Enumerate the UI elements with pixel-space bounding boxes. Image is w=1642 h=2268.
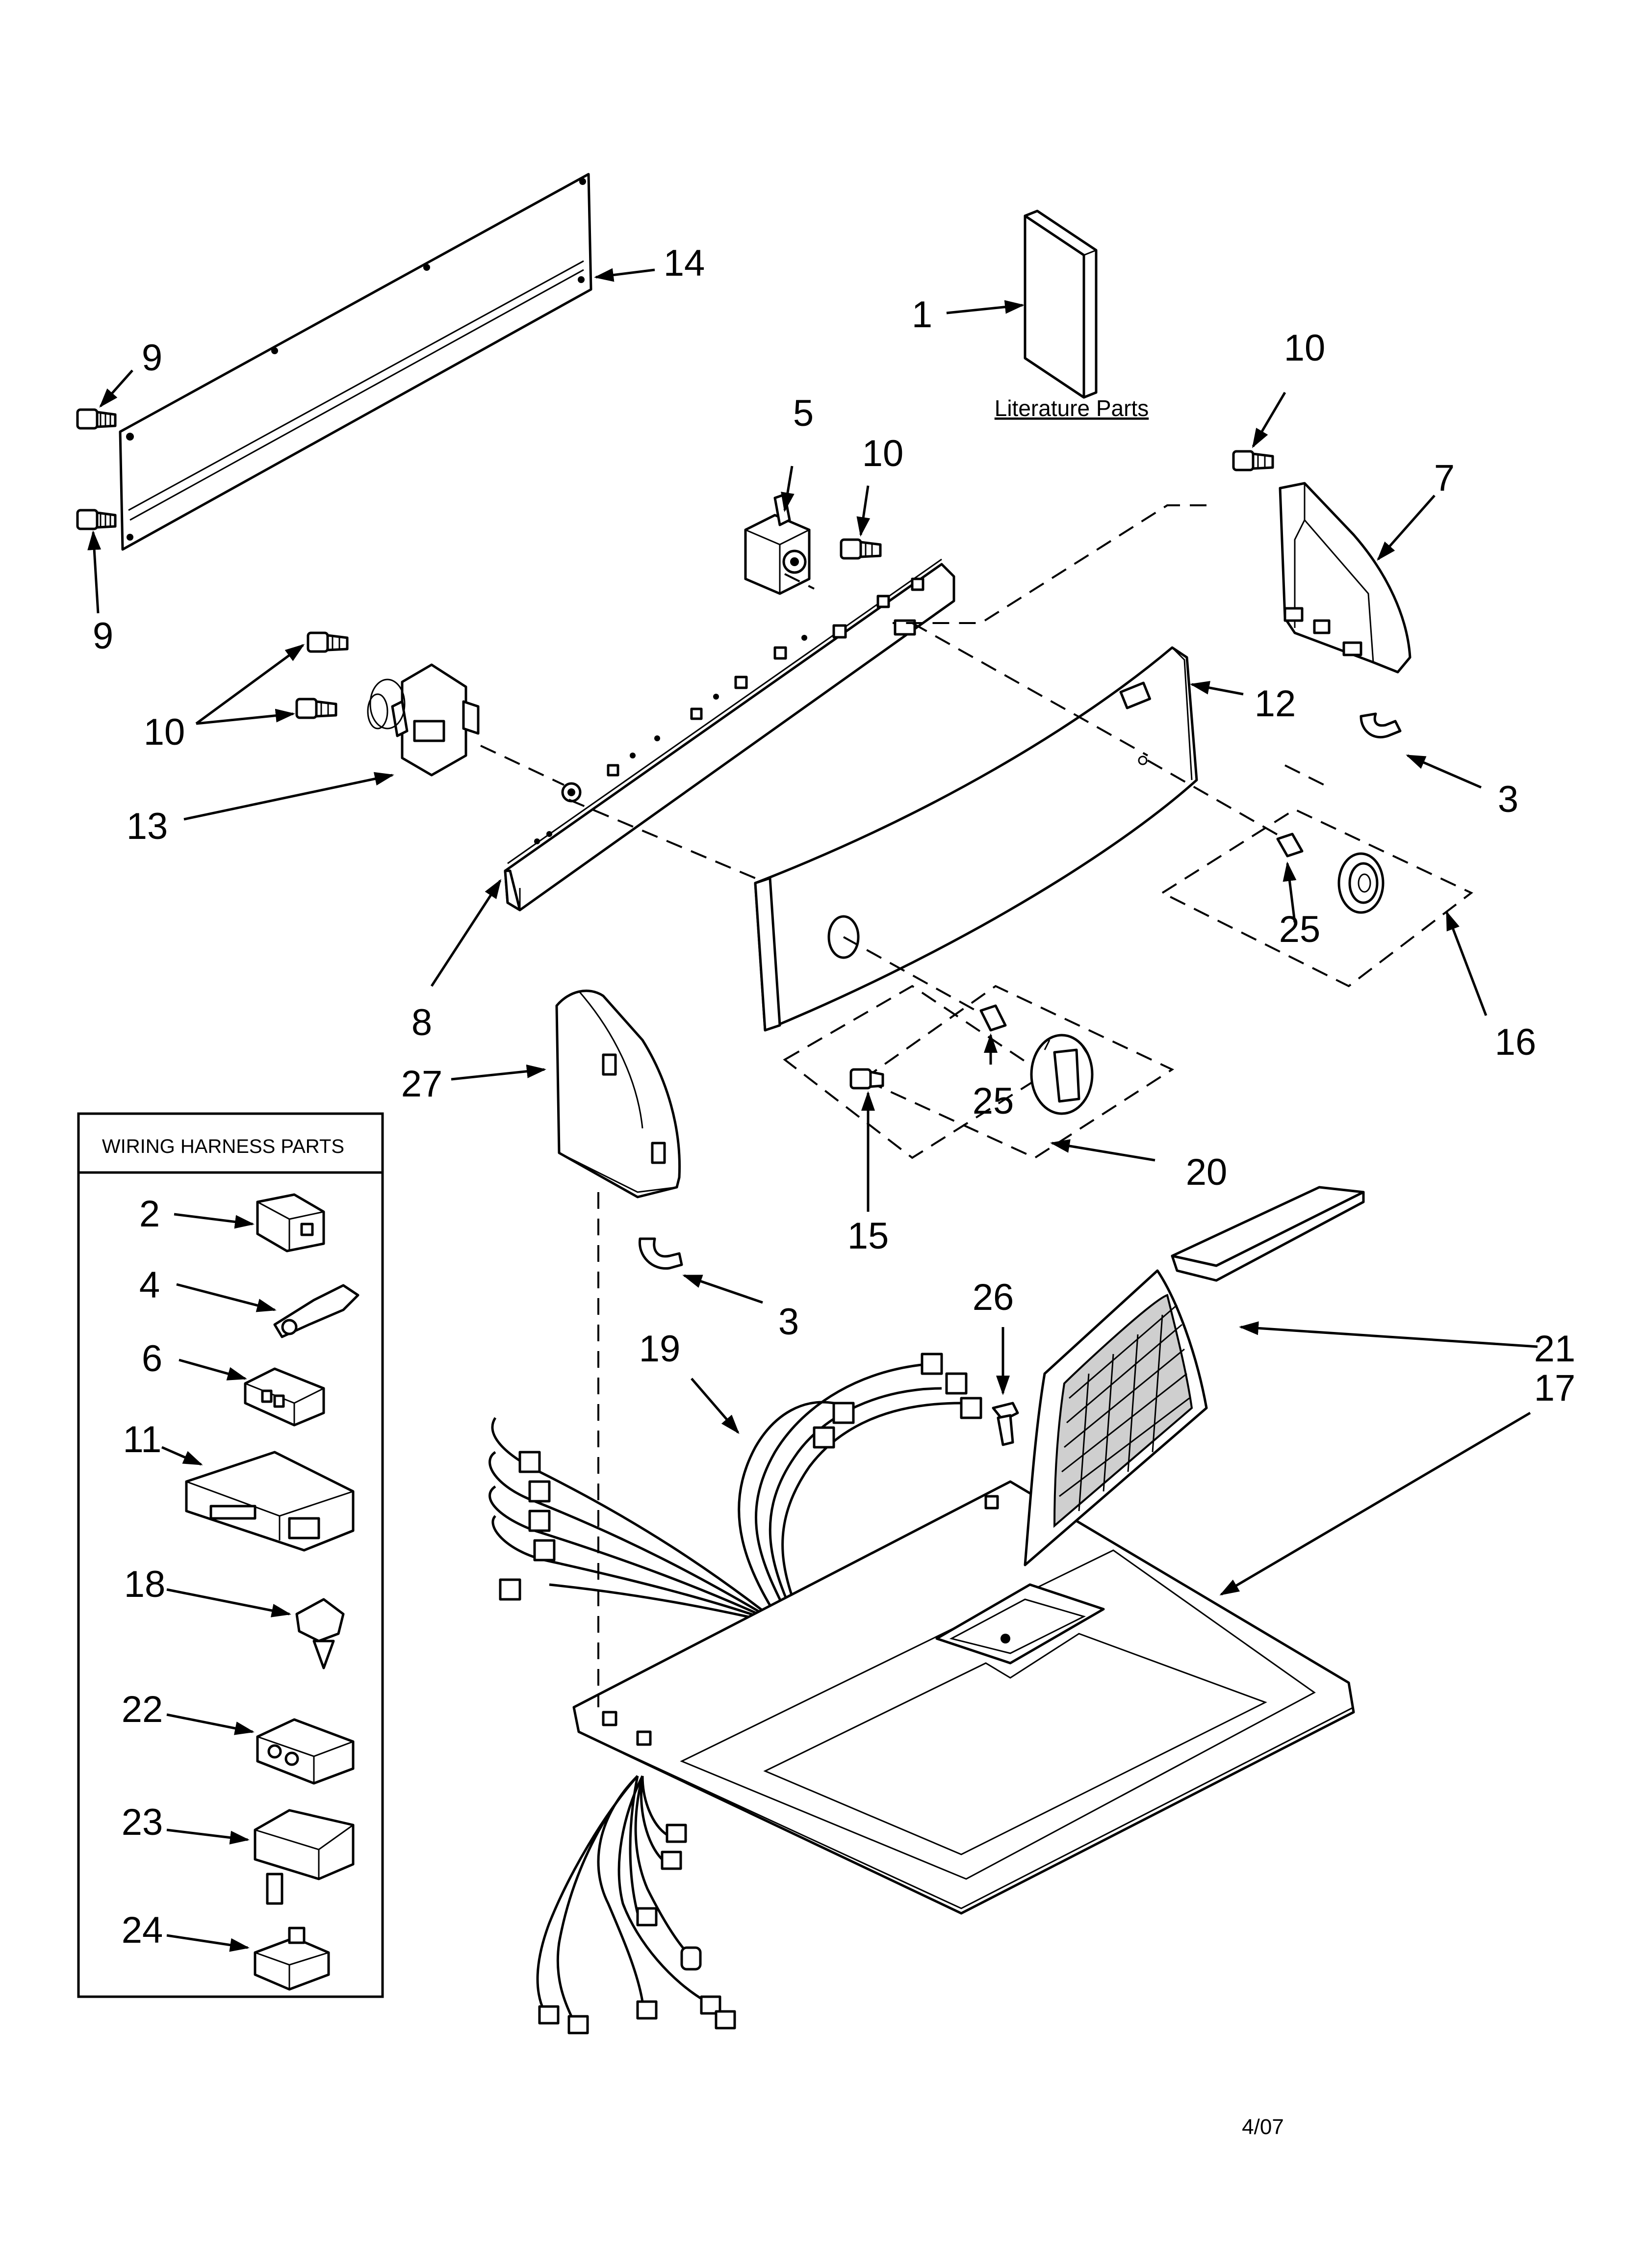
label-11: 11: [123, 1419, 162, 1460]
leader-arrows: [87, 268, 1538, 1952]
screw-part-10-right: [1232, 450, 1274, 471]
alignment-lines: [480, 504, 1325, 1707]
knob-assembly-part-20: [783, 985, 1175, 1159]
connector-block-part-11: [185, 1451, 355, 1552]
label-20: 20: [1186, 1151, 1228, 1193]
clip-part-3-lower: [638, 1237, 683, 1270]
clip-part-18: [295, 1598, 345, 1669]
end-cap-part-27: [555, 990, 681, 1199]
label-8: 8: [411, 1002, 432, 1043]
label-5: 5: [793, 392, 814, 434]
screw-part-15: [849, 1068, 884, 1090]
label-9-upper: 9: [142, 337, 162, 379]
label-21: 21: [1534, 1328, 1576, 1370]
top-panel-part-17: [572, 1480, 1355, 1915]
label-18: 18: [124, 1564, 166, 1605]
label-6: 6: [142, 1338, 162, 1380]
label-17: 17: [1534, 1367, 1576, 1409]
label-4: 4: [139, 1264, 160, 1306]
label-12: 12: [1255, 683, 1296, 725]
label-25-left: 25: [973, 1080, 1014, 1122]
label-25-right: 25: [1279, 909, 1321, 950]
label-3-upper: 3: [1498, 779, 1518, 820]
screw-part-9-upper: [76, 408, 117, 430]
end-cap-part-7: [1279, 482, 1411, 674]
label-26: 26: [973, 1277, 1014, 1318]
literature-booklet-part-1: [1024, 209, 1098, 399]
connector-part-2: [256, 1193, 325, 1252]
label-24: 24: [122, 1909, 163, 1951]
clip-part-3-upper: [1360, 712, 1402, 739]
label-22: 22: [122, 1689, 163, 1730]
console-panel-part-12: [754, 646, 1198, 1032]
lint-screen-part-21: [1024, 1186, 1365, 1566]
top-panel-wire-harness: [536, 1775, 736, 2034]
knob-assembly-part-16: [1160, 808, 1473, 988]
switch-part-5: [744, 493, 811, 595]
wiring-harness-header: WIRING HARNESS PARTS: [102, 1136, 344, 1157]
label-13: 13: [127, 806, 168, 847]
console-bracket-part-8: [504, 558, 955, 912]
label-10-center: 10: [862, 433, 904, 474]
connector-part-24: [254, 1927, 330, 1991]
literature-parts-caption: Literature Parts: [995, 395, 1149, 421]
screw-part-10-center: [840, 538, 882, 560]
label-15: 15: [847, 1215, 889, 1257]
label-3-lower: 3: [778, 1301, 799, 1343]
rear-panel-part-14: [119, 173, 592, 551]
label-2: 2: [139, 1193, 160, 1235]
label-14: 14: [664, 242, 705, 284]
switch-part-13: [367, 663, 480, 777]
label-19: 19: [639, 1328, 681, 1370]
wiring-harness-parts-box: [77, 1112, 384, 1998]
screw-part-10-left-upper: [307, 631, 349, 653]
terminal-part-4: [273, 1284, 359, 1338]
label-23: 23: [122, 1801, 163, 1843]
callout-labels: 1 Literature Parts 14 9 9 5 10 10 7 12 3…: [93, 242, 1575, 2139]
connector-part-23: [254, 1809, 355, 1905]
label-7: 7: [1434, 457, 1455, 499]
label-16: 16: [1495, 1021, 1537, 1063]
connector-part-6: [244, 1367, 325, 1427]
screw-part-9-lower: [76, 509, 117, 530]
label-27: 27: [401, 1063, 443, 1105]
screw-part-10-left-lower: [295, 698, 337, 719]
connector-part-22: [256, 1718, 355, 1785]
label-9-lower: 9: [93, 615, 113, 657]
label-10-left: 10: [144, 711, 185, 753]
label-10-right: 10: [1284, 327, 1326, 369]
label-1: 1: [912, 294, 932, 336]
screw-part-26: [992, 1402, 1019, 1446]
date-code: 4/07: [1242, 2115, 1284, 2139]
